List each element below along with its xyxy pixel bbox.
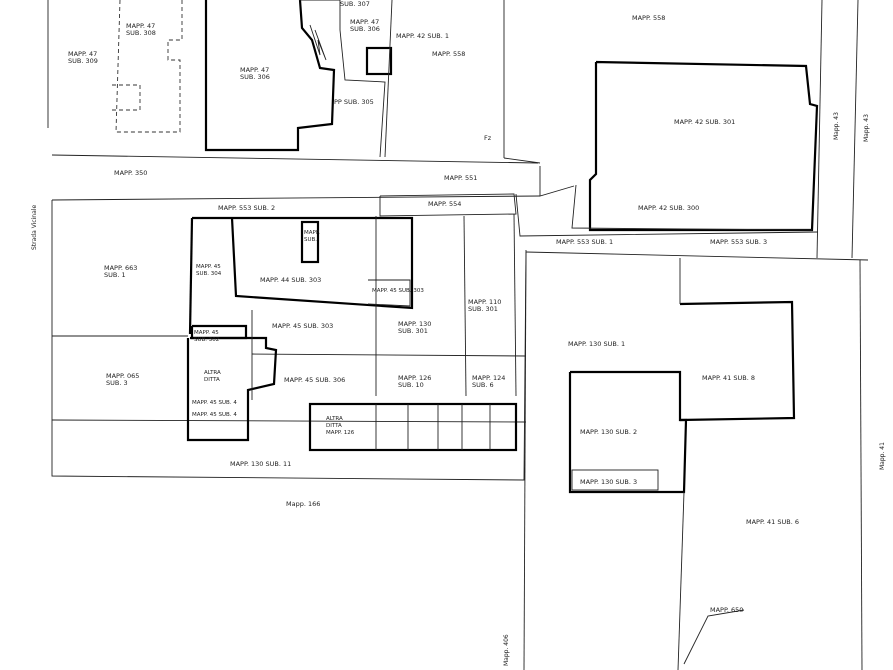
label-mapp-558-right: MAPP. 558 xyxy=(432,50,465,58)
dashed-parcel xyxy=(115,0,183,133)
left-thick2 xyxy=(188,217,194,335)
label-sub-307: SUB. 307 xyxy=(340,0,370,8)
label-mapp-44-303: MAPP. 44 SUB. 303 xyxy=(260,276,321,284)
mid-v3 xyxy=(513,213,517,397)
parcel-130-sub1 xyxy=(525,251,869,261)
label-mapp-130-sub11: MAPP. 130 SUB. 11 xyxy=(230,460,291,468)
east-road-2 xyxy=(851,0,859,259)
parcel-551 xyxy=(379,193,517,217)
road-strip-lower xyxy=(51,195,541,201)
label-mapp-42-sub1: MAPP. 42 SUB. 1 xyxy=(396,32,449,40)
label-mapp-553-sub1: MAPP. 553 SUB. 1 xyxy=(556,238,613,246)
east-road-3 xyxy=(859,259,863,670)
road-lines-right xyxy=(539,166,575,197)
label-mapp-45-sub4-a: MAPP. 45 SUB. 4 xyxy=(192,400,237,406)
label-mapp-130-sub3: MAPP. 130 SUB. 3 xyxy=(580,478,637,486)
label-mapp-130-sub2: MAPP. 130 SUB. 2 xyxy=(580,428,637,436)
label-mapp-553-sub2: MAPP. 553 SUB. 2 xyxy=(218,204,275,212)
label-mapp-554: MAPP. 554 xyxy=(428,200,461,208)
road-strip xyxy=(51,154,539,164)
parcel-551b xyxy=(515,193,819,237)
parcel-alt-left xyxy=(186,336,278,442)
label-mapp-43-side: Mapp. 43 xyxy=(863,114,870,142)
label-mapp-45-sub4-b: MAPP. 45 SUB. 4 xyxy=(192,412,237,418)
label-strada-vicinale: Strada Vicinale xyxy=(31,205,38,250)
mid-h3 xyxy=(251,353,527,357)
parcel-42-300 xyxy=(571,184,813,231)
leader-650 xyxy=(683,609,745,665)
label-mapp-406: Mapp. 406 xyxy=(503,634,510,666)
dashed-small xyxy=(112,84,141,111)
parcel-130-sub3 xyxy=(571,469,659,491)
label-fz: Fz xyxy=(484,134,492,142)
label-mapp-650: MAPP. 650 xyxy=(710,606,743,614)
hatch xyxy=(309,24,327,61)
parcel-sub1-box xyxy=(365,46,393,76)
parcel-130-left xyxy=(523,251,527,670)
label-mapp-166: Mapp. 166 xyxy=(286,500,320,508)
label-mapp-41-sub8: MAPP. 41 SUB. 8 xyxy=(702,374,755,382)
parcel-41-sub8 xyxy=(679,300,796,422)
label-mapp-45-303: MAPP. 45 SUB. 303 xyxy=(272,322,333,330)
label-small-box: MAPP.SUB. xyxy=(304,230,320,243)
parcel-47-306 xyxy=(204,0,336,152)
label-mapp-45-303-small: MAPP. 45 SUB. 303 xyxy=(372,288,424,294)
label-mapp-41-road: Mapp. 41 xyxy=(879,442,886,470)
parcel-44-303 xyxy=(230,216,414,310)
parcel-42-301 xyxy=(588,60,819,232)
mid-h2 xyxy=(51,419,527,423)
mid-v2 xyxy=(463,215,467,397)
label-mapp-41-sub6: MAPP. 41 SUB. 6 xyxy=(746,518,799,526)
lots-row xyxy=(308,402,518,452)
label-sub-305: PP SUB. 305 xyxy=(334,98,374,106)
label-mapp-42-301: MAPP. 42 SUB. 301 xyxy=(674,118,735,126)
parcel-41-sub6-line xyxy=(677,491,685,670)
label-mapp-551: MAPP. 551 xyxy=(444,174,477,182)
parcel-558-edge xyxy=(384,0,393,158)
label-mapp-553-sub3: MAPP. 553 SUB. 3 xyxy=(710,238,767,246)
east-road-1 xyxy=(816,0,823,259)
parcel-small-box xyxy=(300,220,320,264)
parcel-47-306b xyxy=(300,0,386,158)
label-mapp-43-road: Mapp. 43 xyxy=(833,112,840,140)
label-mapp-350: MAPP. 350 xyxy=(114,169,147,177)
label-mapp-42-300: MAPP. 42 SUB. 300 xyxy=(638,204,699,212)
parcel-small-right xyxy=(367,279,411,307)
label-mapp-130-sub1: MAPP. 130 SUB. 1 xyxy=(568,340,625,348)
mid-outline xyxy=(51,200,527,481)
label-mapp-558-top: MAPP. 558 xyxy=(632,14,665,22)
road-right xyxy=(503,157,541,164)
label-mapp-45-306: MAPP. 45 SUB. 306 xyxy=(284,376,345,384)
